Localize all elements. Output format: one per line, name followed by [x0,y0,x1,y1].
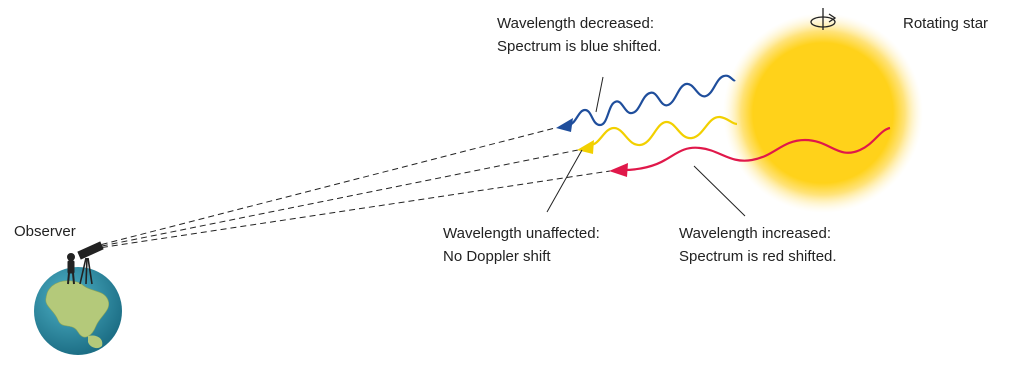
yellow-label-line2: No Doppler shift [443,248,551,265]
yellow-wave [577,115,738,154]
red-arrowhead [609,163,628,177]
label-leaders [546,76,746,217]
blue-wave [556,74,736,132]
sight-lines [91,127,611,250]
blue-arrowhead [556,118,573,132]
observer-label: Observer [14,223,76,240]
red-wave [609,126,891,177]
red-label-line1: Wavelength increased: [679,225,831,242]
rotation-arrow-icon [810,8,837,30]
blue-label-line1: Wavelength decreased: [497,15,654,32]
earth-globe [34,267,122,355]
blue-label-line2: Spectrum is blue shifted. [497,38,661,55]
rotating-star [723,13,923,213]
telescope-observer-icon [67,241,104,285]
yellow-label-line1: Wavelength unaffected: [443,225,600,242]
yellow-arrowhead [577,140,594,154]
rotating-star-label: Rotating star [903,15,988,32]
red-label-line2: Spectrum is red shifted. [679,248,837,265]
